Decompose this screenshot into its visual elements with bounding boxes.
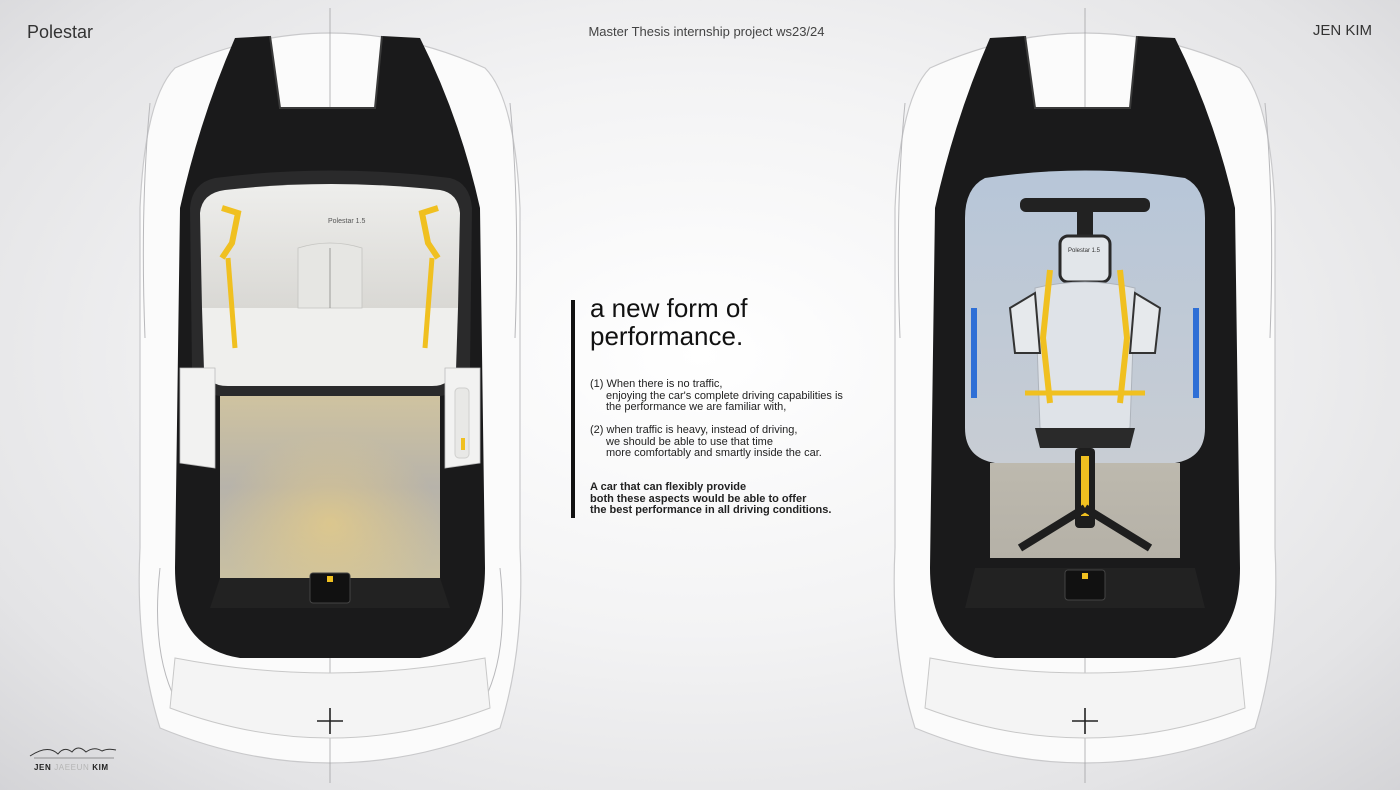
headline-line-2: performance.: [590, 321, 744, 351]
car-open-cabin-image: Polestar 1.5: [138, 8, 522, 783]
p3-line-2: both these aspects would be able to offe…: [590, 492, 807, 505]
p3-line-3: the best performance in all driving cond…: [590, 504, 832, 516]
headline: a new form of performance.: [590, 294, 748, 350]
headline-line-1: a new form of: [590, 293, 748, 323]
left-screen-label: Polestar 1.5: [328, 218, 365, 225]
project-title: Master Thesis internship project ws23/24: [588, 24, 825, 39]
polestar-logo-left: [317, 708, 343, 734]
p1-line-3: the performance we are familiar with,: [606, 401, 787, 413]
signature-first: JEN: [34, 763, 52, 772]
polestar-logo-right: [1072, 708, 1098, 734]
paragraph-heavy-traffic: (2) when traffic is heavy, instead of dr…: [590, 424, 822, 460]
p1-line-1: (1) When there is no traffic,: [590, 378, 723, 390]
p2-line-3: more comfortably and smartly inside the …: [606, 447, 822, 459]
concept-text-block: a new form of performance. (1) When ther…: [571, 294, 901, 518]
p2-line-2: we should be able to use that time: [606, 435, 773, 448]
accent-bar: [571, 300, 575, 518]
signature-name: JEN JAEEUN KIM: [34, 763, 109, 772]
signature-scribble: [29, 747, 117, 759]
right-screen-label: Polestar 1.5: [1068, 248, 1101, 254]
paragraph-no-traffic: (1) When there is no traffic, enjoying t…: [590, 378, 843, 414]
p2-line-1: (2) when traffic is heavy, instead of dr…: [590, 424, 798, 436]
brand-label: Polestar: [27, 22, 94, 42]
signature-middle: JAEEUN: [54, 763, 90, 772]
p1-line-2: enjoying the car's complete driving capa…: [606, 389, 843, 402]
car-seated-cabin-image: Polestar 1.5: [893, 8, 1277, 783]
author-label: JEN KIM: [1312, 22, 1372, 39]
signature-last: KIM: [92, 763, 109, 772]
paragraph-conclusion: A car that can flexibly provide both the…: [590, 481, 832, 517]
p3-line-1: A car that can flexibly provide: [590, 481, 747, 493]
